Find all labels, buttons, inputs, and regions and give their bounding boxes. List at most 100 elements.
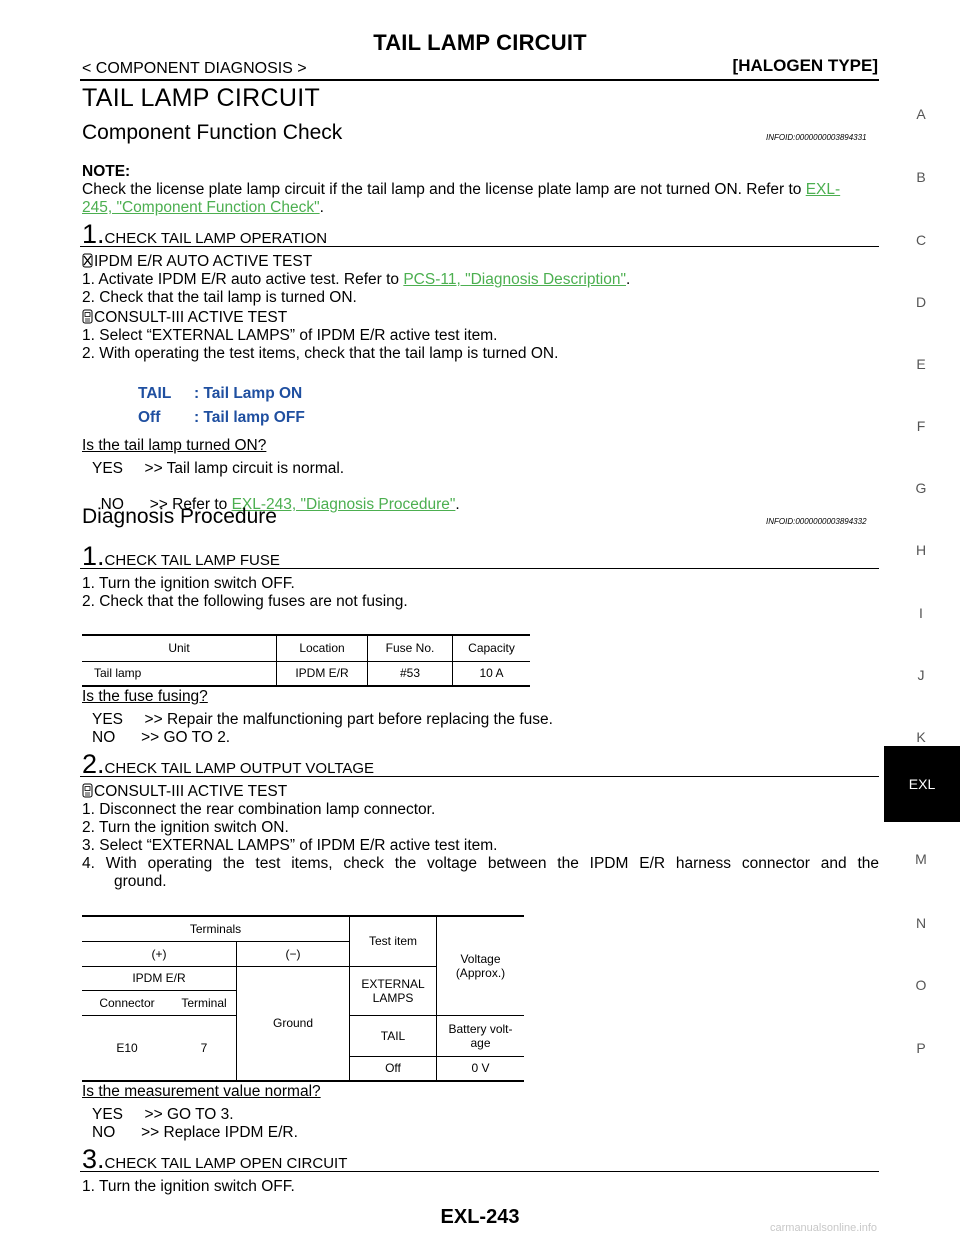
answer-no: NO >> GO TO 2.: [92, 729, 231, 746]
step-title: CHECK TAIL LAMP OPERATION: [104, 230, 328, 247]
step-number: 2.: [82, 749, 105, 779]
step-heading: 3.CHECK TAIL LAMP OPEN CIRCUIT: [82, 1144, 347, 1175]
side-index-g[interactable]: G: [915, 480, 927, 496]
infoid: INFOID:0000000003894331: [766, 133, 867, 142]
signal-off-value: : Tail lamp OFF: [194, 409, 305, 426]
consult-icon: [82, 309, 93, 324]
exl-243-link[interactable]: EXL-243, "Diagnosis Procedure": [231, 496, 456, 513]
note-body: Check the license plate lamp circuit if …: [82, 181, 806, 198]
side-index-m[interactable]: M: [915, 851, 927, 867]
consult-heading-text: CONSULT-III ACTIVE TEST: [94, 783, 288, 800]
signal-tail-value: : Tail Lamp ON: [194, 385, 303, 402]
answer-yes: YES >> Tail lamp circuit is normal.: [92, 460, 345, 477]
connector-header: Connector: [82, 990, 172, 1016]
side-index-k[interactable]: K: [916, 729, 926, 745]
side-index-a[interactable]: A: [916, 106, 926, 122]
signal-off-name: Off: [138, 409, 161, 426]
voltage-line-4: 4. With operating the test items, check …: [82, 855, 879, 872]
step-heading: 2.CHECK TAIL LAMP OUTPUT VOLTAGE: [82, 749, 374, 780]
step-rule: [80, 568, 879, 569]
side-index-b[interactable]: B: [916, 169, 926, 185]
answer-yes: YES >> Repair the malfunctioning part be…: [92, 711, 553, 728]
external-lamps-cell: EXTERNAL LAMPS: [349, 966, 437, 1016]
note-link[interactable]: EXL-: [805, 181, 841, 198]
header-title: TAIL LAMP CIRCUIT: [373, 30, 587, 55]
side-index-i[interactable]: I: [919, 605, 923, 621]
tail-cell: TAIL: [349, 1015, 437, 1057]
voltage-line-3: 3. Select “EXTERNAL LAMPS” of IPDM E/R a…: [82, 837, 498, 854]
fuse-table-cell: 10 A: [452, 661, 530, 686]
test-item-header: Test item: [349, 916, 437, 967]
side-index-h[interactable]: H: [915, 542, 927, 558]
off-cell: Off: [349, 1056, 437, 1081]
consult-heading: CONSULT-III ACTIVE TEST: [82, 309, 287, 327]
page-number: EXL-243: [440, 1206, 520, 1228]
step-number: 1.: [82, 219, 105, 249]
side-index-j[interactable]: J: [917, 667, 925, 683]
note-text: Check the license plate lamp circuit if …: [82, 181, 882, 199]
fuse-table-header: Unit: [168, 641, 190, 656]
side-index-o[interactable]: O: [915, 977, 927, 993]
side-index-n[interactable]: N: [915, 915, 927, 931]
side-index-p[interactable]: P: [916, 1040, 926, 1056]
note-text-line2: 245, "Component Function Check".: [82, 199, 324, 217]
question: Is the fuse fusing?: [82, 688, 208, 705]
ipdm-header: IPDM E/R: [82, 966, 237, 991]
answer-no: NO >> Refer to EXL-243, "Diagnosis Proce…: [92, 478, 460, 514]
step-heading: 1.CHECK TAIL LAMP OPERATION: [82, 219, 327, 250]
question: Is the tail lamp turned ON?: [82, 437, 267, 454]
consult-heading: CONSULT-III ACTIVE TEST: [82, 783, 287, 801]
open-circuit-line-1: 1. Turn the ignition switch OFF.: [82, 1178, 295, 1195]
ground-cell: Ground: [236, 966, 350, 1081]
terminals-header: Terminals: [82, 916, 350, 942]
step-number: 1.: [82, 541, 105, 571]
ipdm-heading-text: IPDM E/R AUTO ACTIVE TEST: [94, 253, 313, 270]
consult-line-1: 1. Select “EXTERNAL LAMPS” of IPDM E/R a…: [82, 327, 498, 344]
voltage-line-2: 2. Turn the ignition switch ON.: [82, 819, 289, 836]
terminal-header: Terminal: [172, 990, 237, 1016]
fuse-table-cell: Tail lamp: [94, 666, 142, 681]
page-title: TAIL LAMP CIRCUIT: [82, 84, 321, 112]
signal-tail-name: TAIL: [138, 385, 172, 402]
voltage-header: Voltage (Approx.): [436, 916, 524, 1016]
note-end: .: [319, 199, 324, 216]
fuse-table-header: Fuse No.: [367, 635, 453, 661]
consult-heading-text: CONSULT-III ACTIVE TEST: [94, 309, 288, 326]
watermark: carmanualsonline.info: [770, 1222, 878, 1234]
zero-v-cell: 0 V: [436, 1056, 524, 1081]
section-title: Component Function Check: [82, 121, 343, 144]
answer-no-text: NO >> Refer to: [100, 496, 232, 513]
question: Is the measurement value normal?: [82, 1083, 321, 1100]
consult-icon: [82, 783, 93, 798]
voltage-table: Terminals Test item Voltage (Approx.) (+…: [82, 915, 524, 1082]
fuse-line-1: 1. Turn the ignition switch OFF.: [82, 575, 295, 592]
ipdm-line-2: 2. Check that the tail lamp is turned ON…: [82, 289, 357, 306]
note-link-cont[interactable]: 245, "Component Function Check": [82, 199, 320, 216]
type-tag: [HALOGEN TYPE]: [732, 56, 878, 75]
ipdm-line-1-text: 1. Activate IPDM E/R auto active test. R…: [82, 271, 404, 288]
answer-yes: YES >> GO TO 3.: [92, 1106, 234, 1123]
pcs-link[interactable]: PCS-11, "Diagnosis Description": [403, 271, 626, 288]
breadcrumb: < COMPONENT DIAGNOSIS >: [82, 60, 307, 77]
side-index-f[interactable]: F: [916, 418, 926, 434]
step-heading: 1.CHECK TAIL LAMP FUSE: [82, 541, 280, 572]
fuse-table: Unit Location Fuse No. Capacity Tail lam…: [82, 634, 530, 687]
voltage-line-1: 1. Disconnect the rear combination lamp …: [82, 801, 436, 818]
voltage-line-4-cont: ground.: [114, 873, 167, 890]
step-number: 3.: [82, 1144, 105, 1174]
crossed-tool-icon: [82, 253, 93, 268]
side-index-e[interactable]: E: [916, 356, 926, 372]
header-rule: [80, 79, 879, 81]
connector-cell: E10: [116, 1040, 138, 1055]
note-label: NOTE:: [82, 163, 131, 180]
step-rule: [80, 776, 879, 777]
fuse-table-header: Capacity: [452, 635, 530, 661]
answer-no: NO >> Replace IPDM E/R.: [92, 1124, 298, 1141]
side-index-c[interactable]: C: [915, 232, 927, 248]
answer-no-end: .: [455, 496, 460, 513]
side-index-d[interactable]: D: [915, 294, 927, 310]
side-index-exl-active[interactable]: EXL: [884, 746, 960, 822]
battery-cell: Battery volt- age: [436, 1015, 524, 1057]
consult-line-2: 2. With operating the test items, check …: [82, 345, 559, 362]
section-title: Diagnosis Procedure: [82, 505, 277, 528]
